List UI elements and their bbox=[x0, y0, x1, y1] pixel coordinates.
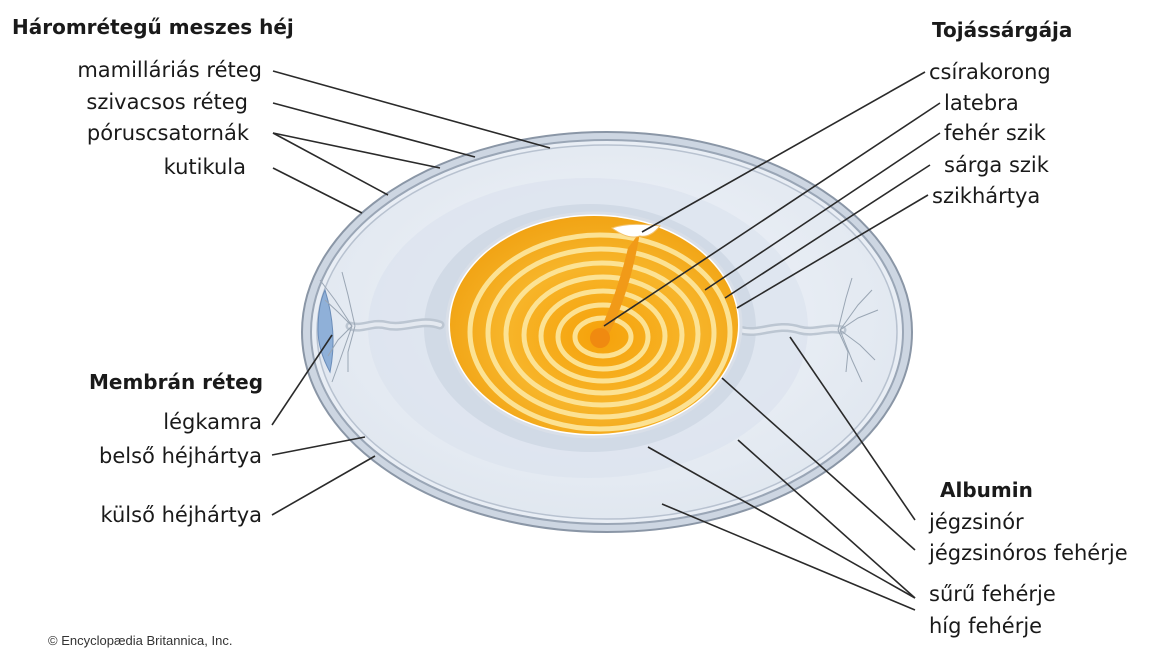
label-latebra: latebra bbox=[944, 93, 1019, 114]
label-outer-shell-membrane: külső héjhártya bbox=[100, 505, 262, 526]
label-air-cell: légkamra bbox=[163, 412, 262, 433]
label-vitelline-membrane: szikhártya bbox=[932, 186, 1040, 207]
label-yellow-yolk: sárga szik bbox=[944, 155, 1049, 176]
heading-shell: Háromrétegű meszes héj bbox=[12, 17, 294, 37]
heading-yolk: Tojássárgája bbox=[932, 20, 1072, 40]
label-chalaziferous-albumen: jégzsinóros fehérje bbox=[929, 543, 1128, 564]
label-germinal-disc: csírakorong bbox=[929, 62, 1051, 83]
latebra-center bbox=[590, 328, 610, 348]
label-chalaza: jégzsinór bbox=[929, 512, 1024, 533]
label-thick-albumen: sűrű fehérje bbox=[929, 584, 1056, 605]
label-mammillary-layer: mamilláriás réteg bbox=[77, 60, 262, 81]
label-inner-shell-membrane: belső héjhártya bbox=[99, 446, 262, 467]
label-pore-canals: póruscsatornák bbox=[87, 123, 249, 144]
label-thin-albumen: híg fehérje bbox=[929, 616, 1042, 637]
heading-albumin: Albumin bbox=[940, 480, 1033, 500]
label-white-yolk: fehér szik bbox=[944, 123, 1046, 144]
label-spongy-layer: szivacsos réteg bbox=[86, 92, 248, 113]
copyright-notice: © Encyclopædia Britannica, Inc. bbox=[48, 634, 232, 647]
heading-membrane: Membrán réteg bbox=[89, 372, 263, 392]
label-cuticle: kutikula bbox=[164, 157, 246, 178]
